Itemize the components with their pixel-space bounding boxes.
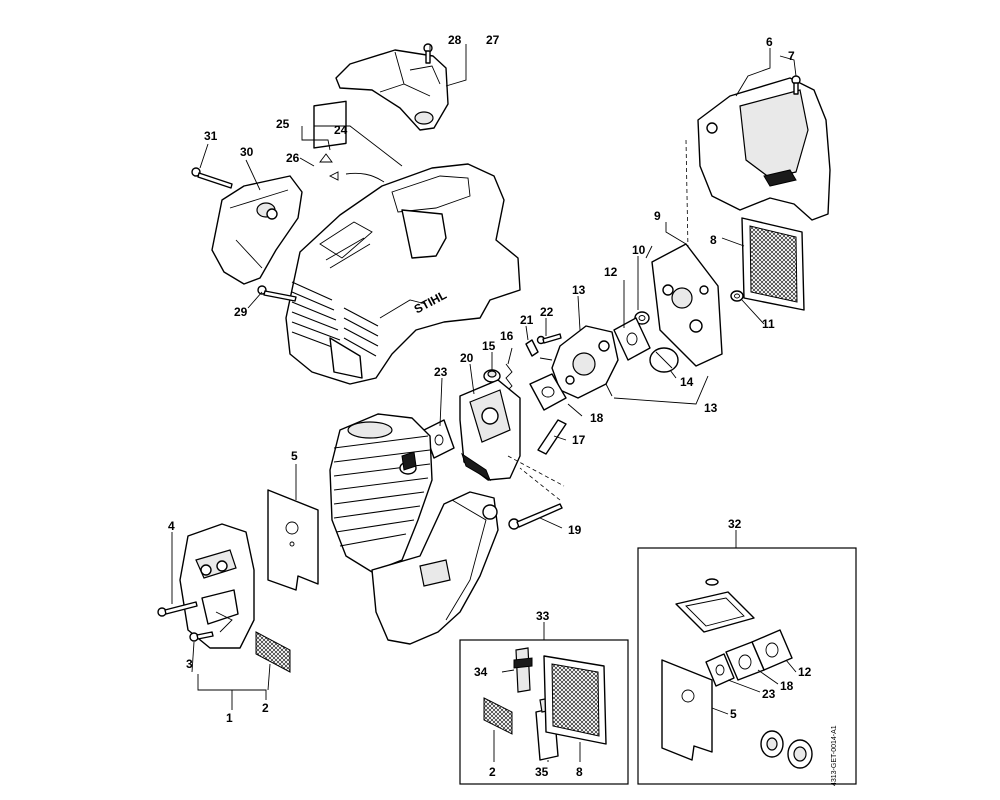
leader-lines bbox=[171, 44, 797, 710]
callout-17: 17 bbox=[572, 433, 586, 447]
callout-22: 22 bbox=[540, 305, 554, 319]
kit33-callout-2: 2 bbox=[489, 765, 496, 779]
engine-cylinder bbox=[329, 413, 433, 573]
callout-21: 21 bbox=[520, 313, 534, 327]
gasket-part-18 bbox=[529, 373, 567, 411]
callout-19: 19 bbox=[568, 523, 582, 537]
screw-part-29 bbox=[257, 285, 297, 302]
screw-part-4 bbox=[157, 601, 198, 617]
callout-8: 8 bbox=[710, 233, 717, 247]
callout-15: 15 bbox=[482, 339, 496, 353]
callout-20: 20 bbox=[460, 351, 474, 365]
gasket-part-12 bbox=[613, 317, 651, 361]
callout-31: 31 bbox=[204, 129, 218, 143]
muffler-gasket-part-5 bbox=[267, 489, 319, 591]
callout-5: 5 bbox=[291, 449, 298, 463]
screw-part-31 bbox=[191, 167, 233, 189]
shroud-part-24 bbox=[285, 163, 521, 385]
kit32-callout-5: 5 bbox=[730, 707, 737, 721]
kit32-callout-23: 23 bbox=[762, 687, 776, 701]
callout-26: 26 bbox=[286, 151, 300, 165]
callout-14: 14 bbox=[680, 375, 694, 389]
intake-manifold-part-20 bbox=[459, 379, 521, 482]
air-filter-part-8 bbox=[741, 217, 805, 311]
assembly-dash-line-19 bbox=[507, 455, 565, 501]
callout-2: 2 bbox=[262, 701, 269, 715]
kit33-air-filter-part-8 bbox=[543, 655, 607, 762]
spring-part-16 bbox=[505, 363, 513, 393]
callout-27: 27 bbox=[486, 33, 500, 47]
document-code: 4313-GET-0014-A1 bbox=[831, 725, 838, 786]
callout-18: 18 bbox=[590, 411, 604, 425]
label-part-26 bbox=[313, 100, 347, 181]
screw-part-19 bbox=[508, 503, 563, 530]
callout-24: 24 bbox=[334, 123, 348, 137]
callout-9: 9 bbox=[654, 209, 661, 223]
kit32-filter-gasket bbox=[675, 591, 755, 633]
callout-32: 32 bbox=[728, 517, 742, 531]
callout-28: 28 bbox=[448, 33, 462, 47]
callout-11: 11 bbox=[762, 317, 775, 331]
kit32-gasket-part-5 bbox=[661, 659, 729, 761]
kit32-gasket-part-23 bbox=[705, 653, 761, 693]
spark-arrestor-screen-part-2 bbox=[255, 631, 291, 673]
callout-13-top: 13 bbox=[572, 283, 586, 297]
callout-29: 29 bbox=[234, 305, 248, 319]
kit32-callout-12: 12 bbox=[798, 665, 812, 679]
callout-1: 1 bbox=[226, 711, 233, 725]
screw-part-3 bbox=[189, 631, 214, 642]
kit-32-box bbox=[637, 530, 857, 785]
callout-10: 10 bbox=[632, 243, 646, 257]
clip-part-21 bbox=[525, 339, 539, 357]
carburetor-part-13 bbox=[539, 325, 619, 399]
engine-crankcase bbox=[371, 491, 499, 645]
choke-part-14 bbox=[649, 347, 679, 373]
kit32-callout-18: 18 bbox=[780, 679, 794, 693]
kit32-o-ring bbox=[705, 578, 719, 586]
callout-25: 25 bbox=[276, 117, 290, 131]
kit33-screen-part-2 bbox=[483, 697, 513, 762]
callout-12: 12 bbox=[604, 265, 618, 279]
callout-16: 16 bbox=[500, 329, 514, 343]
fuel-line-fitting-part-34 bbox=[501, 647, 533, 693]
callout-30: 30 bbox=[240, 145, 254, 159]
top-cover-part-27 bbox=[335, 49, 449, 131]
muffler-part-1 bbox=[179, 523, 255, 649]
impulse-hose-part-17 bbox=[537, 419, 567, 455]
kit33-callout-34: 34 bbox=[474, 665, 488, 679]
arrow-label-to-shroud bbox=[345, 172, 385, 183]
callout-4: 4 bbox=[168, 519, 175, 533]
air-filter-cover-part-6 bbox=[697, 77, 831, 221]
kit-33-box bbox=[459, 622, 629, 785]
callout-23: 23 bbox=[434, 365, 448, 379]
callout-labels: 27 28 25 24 26 31 30 29 6 7 8 9 10 11 12… bbox=[168, 33, 812, 779]
nut-part-11 bbox=[730, 290, 744, 302]
screw-part-22 bbox=[536, 333, 562, 345]
kit32-gasket-part-18 bbox=[725, 641, 779, 685]
callout-7: 7 bbox=[788, 49, 795, 63]
callout-13-bottom: 13 bbox=[704, 401, 718, 415]
kit32-seals bbox=[760, 730, 813, 769]
kit33-callout-35: 35 bbox=[535, 765, 549, 779]
callout-6: 6 bbox=[766, 35, 773, 49]
callout-3: 3 bbox=[186, 657, 193, 671]
callout-33: 33 bbox=[536, 609, 550, 623]
side-cover-part-30 bbox=[211, 175, 303, 285]
kit33-callout-8: 8 bbox=[576, 765, 583, 779]
